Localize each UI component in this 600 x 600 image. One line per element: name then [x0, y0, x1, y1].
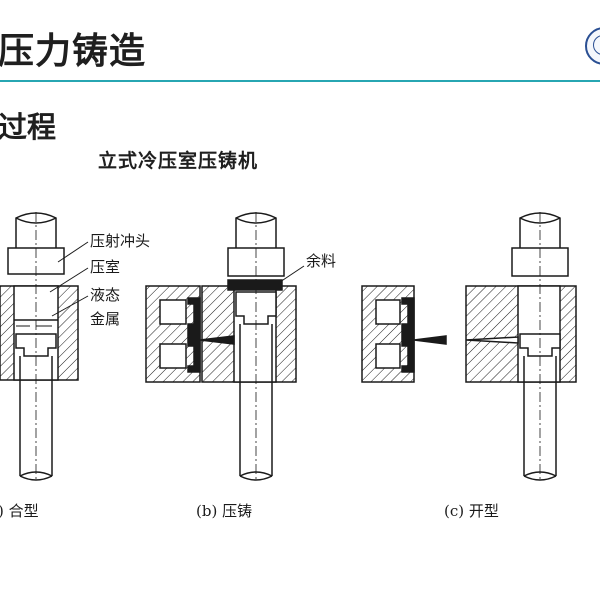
stage-c-drawing	[361, 212, 577, 482]
header-divider	[0, 80, 600, 82]
die-casting-process-diagram: 压射冲头 压室 液态 金属 余料 ) 合型 (b) 压铸 (c) 开型	[0, 212, 577, 520]
diagram-title: 立式冷压室压铸机	[98, 150, 259, 172]
label-liquid-1: 液态	[90, 286, 120, 304]
slide-title: 压力铸造	[0, 31, 147, 72]
stage-b-drawing	[145, 212, 305, 482]
stage-a-drawing	[0, 212, 89, 482]
caption-stage-c: (c) 开型	[444, 502, 499, 520]
label-liquid-2: 金属	[90, 310, 120, 328]
section-title: 过程	[0, 110, 57, 144]
label-plunger: 压射冲头	[90, 232, 150, 250]
university-logo-icon	[585, 27, 600, 65]
label-biscuit: 余料	[306, 252, 336, 270]
label-chamber: 压室	[90, 258, 120, 276]
caption-stage-b: (b) 压铸	[196, 502, 252, 520]
caption-stage-a: ) 合型	[0, 502, 39, 520]
